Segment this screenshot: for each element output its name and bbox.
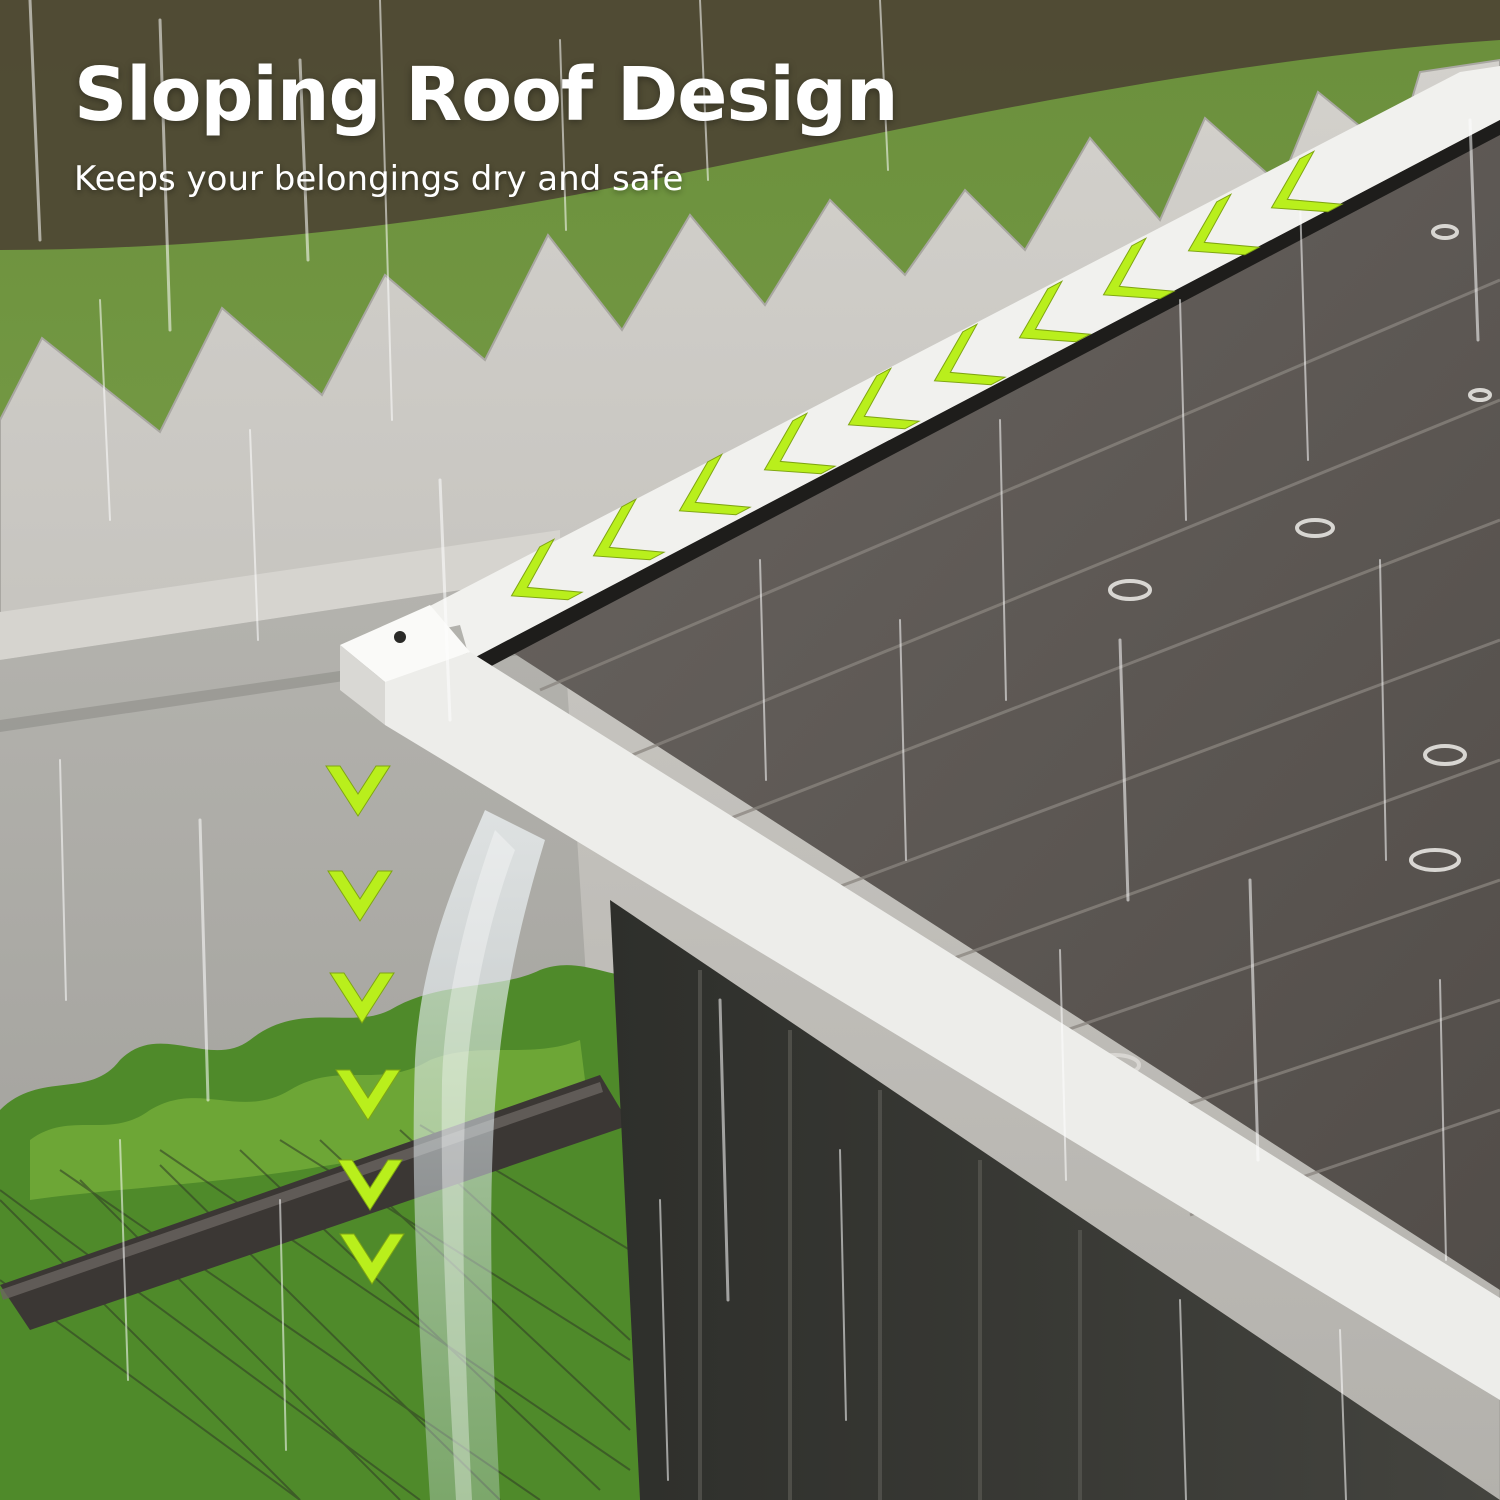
chevron-down-icon: [327, 870, 393, 922]
trim-screw: [394, 631, 406, 643]
chevron-left-icon: [678, 453, 752, 516]
page-subtitle: Keeps your belongings dry and safe: [74, 159, 684, 199]
water-stream-core: [441, 830, 515, 1500]
roof-panel: [470, 70, 1500, 1290]
chevron-left-icon: [1270, 150, 1344, 213]
page-title: Sloping Roof Design: [74, 52, 899, 138]
roof-trim-top-shadow: [470, 120, 1500, 672]
chevron-down-icon: [339, 1233, 405, 1285]
roof-flow-arrows: [510, 150, 1344, 601]
chevron-left-icon: [592, 498, 666, 561]
shed-wall-ribs: [698, 970, 1082, 1500]
chevron-left-icon: [1102, 237, 1176, 300]
chevron-left-icon: [1187, 193, 1261, 256]
chevron-down-icon: [329, 972, 395, 1024]
soil-patch: [0, 0, 1500, 250]
drain-flow-arrows: [325, 765, 405, 1285]
chevron-down-icon: [325, 765, 391, 817]
chevron-left-icon: [510, 538, 584, 601]
roof-trim-corner-side: [340, 645, 385, 725]
water-stream: [413, 810, 545, 1500]
roof-trim-corner: [340, 605, 470, 682]
rain-streaks: [28, 0, 1480, 1500]
chevron-left-icon: [1018, 280, 1092, 343]
chevron-down-icon: [337, 1159, 403, 1211]
shed-wall: [610, 900, 1500, 1500]
chevron-left-icon: [763, 412, 837, 475]
chevron-left-icon: [847, 367, 921, 430]
fence-rail: [0, 530, 560, 660]
chevron-left-icon: [933, 323, 1007, 386]
chevron-down-icon: [335, 1069, 401, 1121]
roof-trim-front: [385, 652, 1500, 1400]
